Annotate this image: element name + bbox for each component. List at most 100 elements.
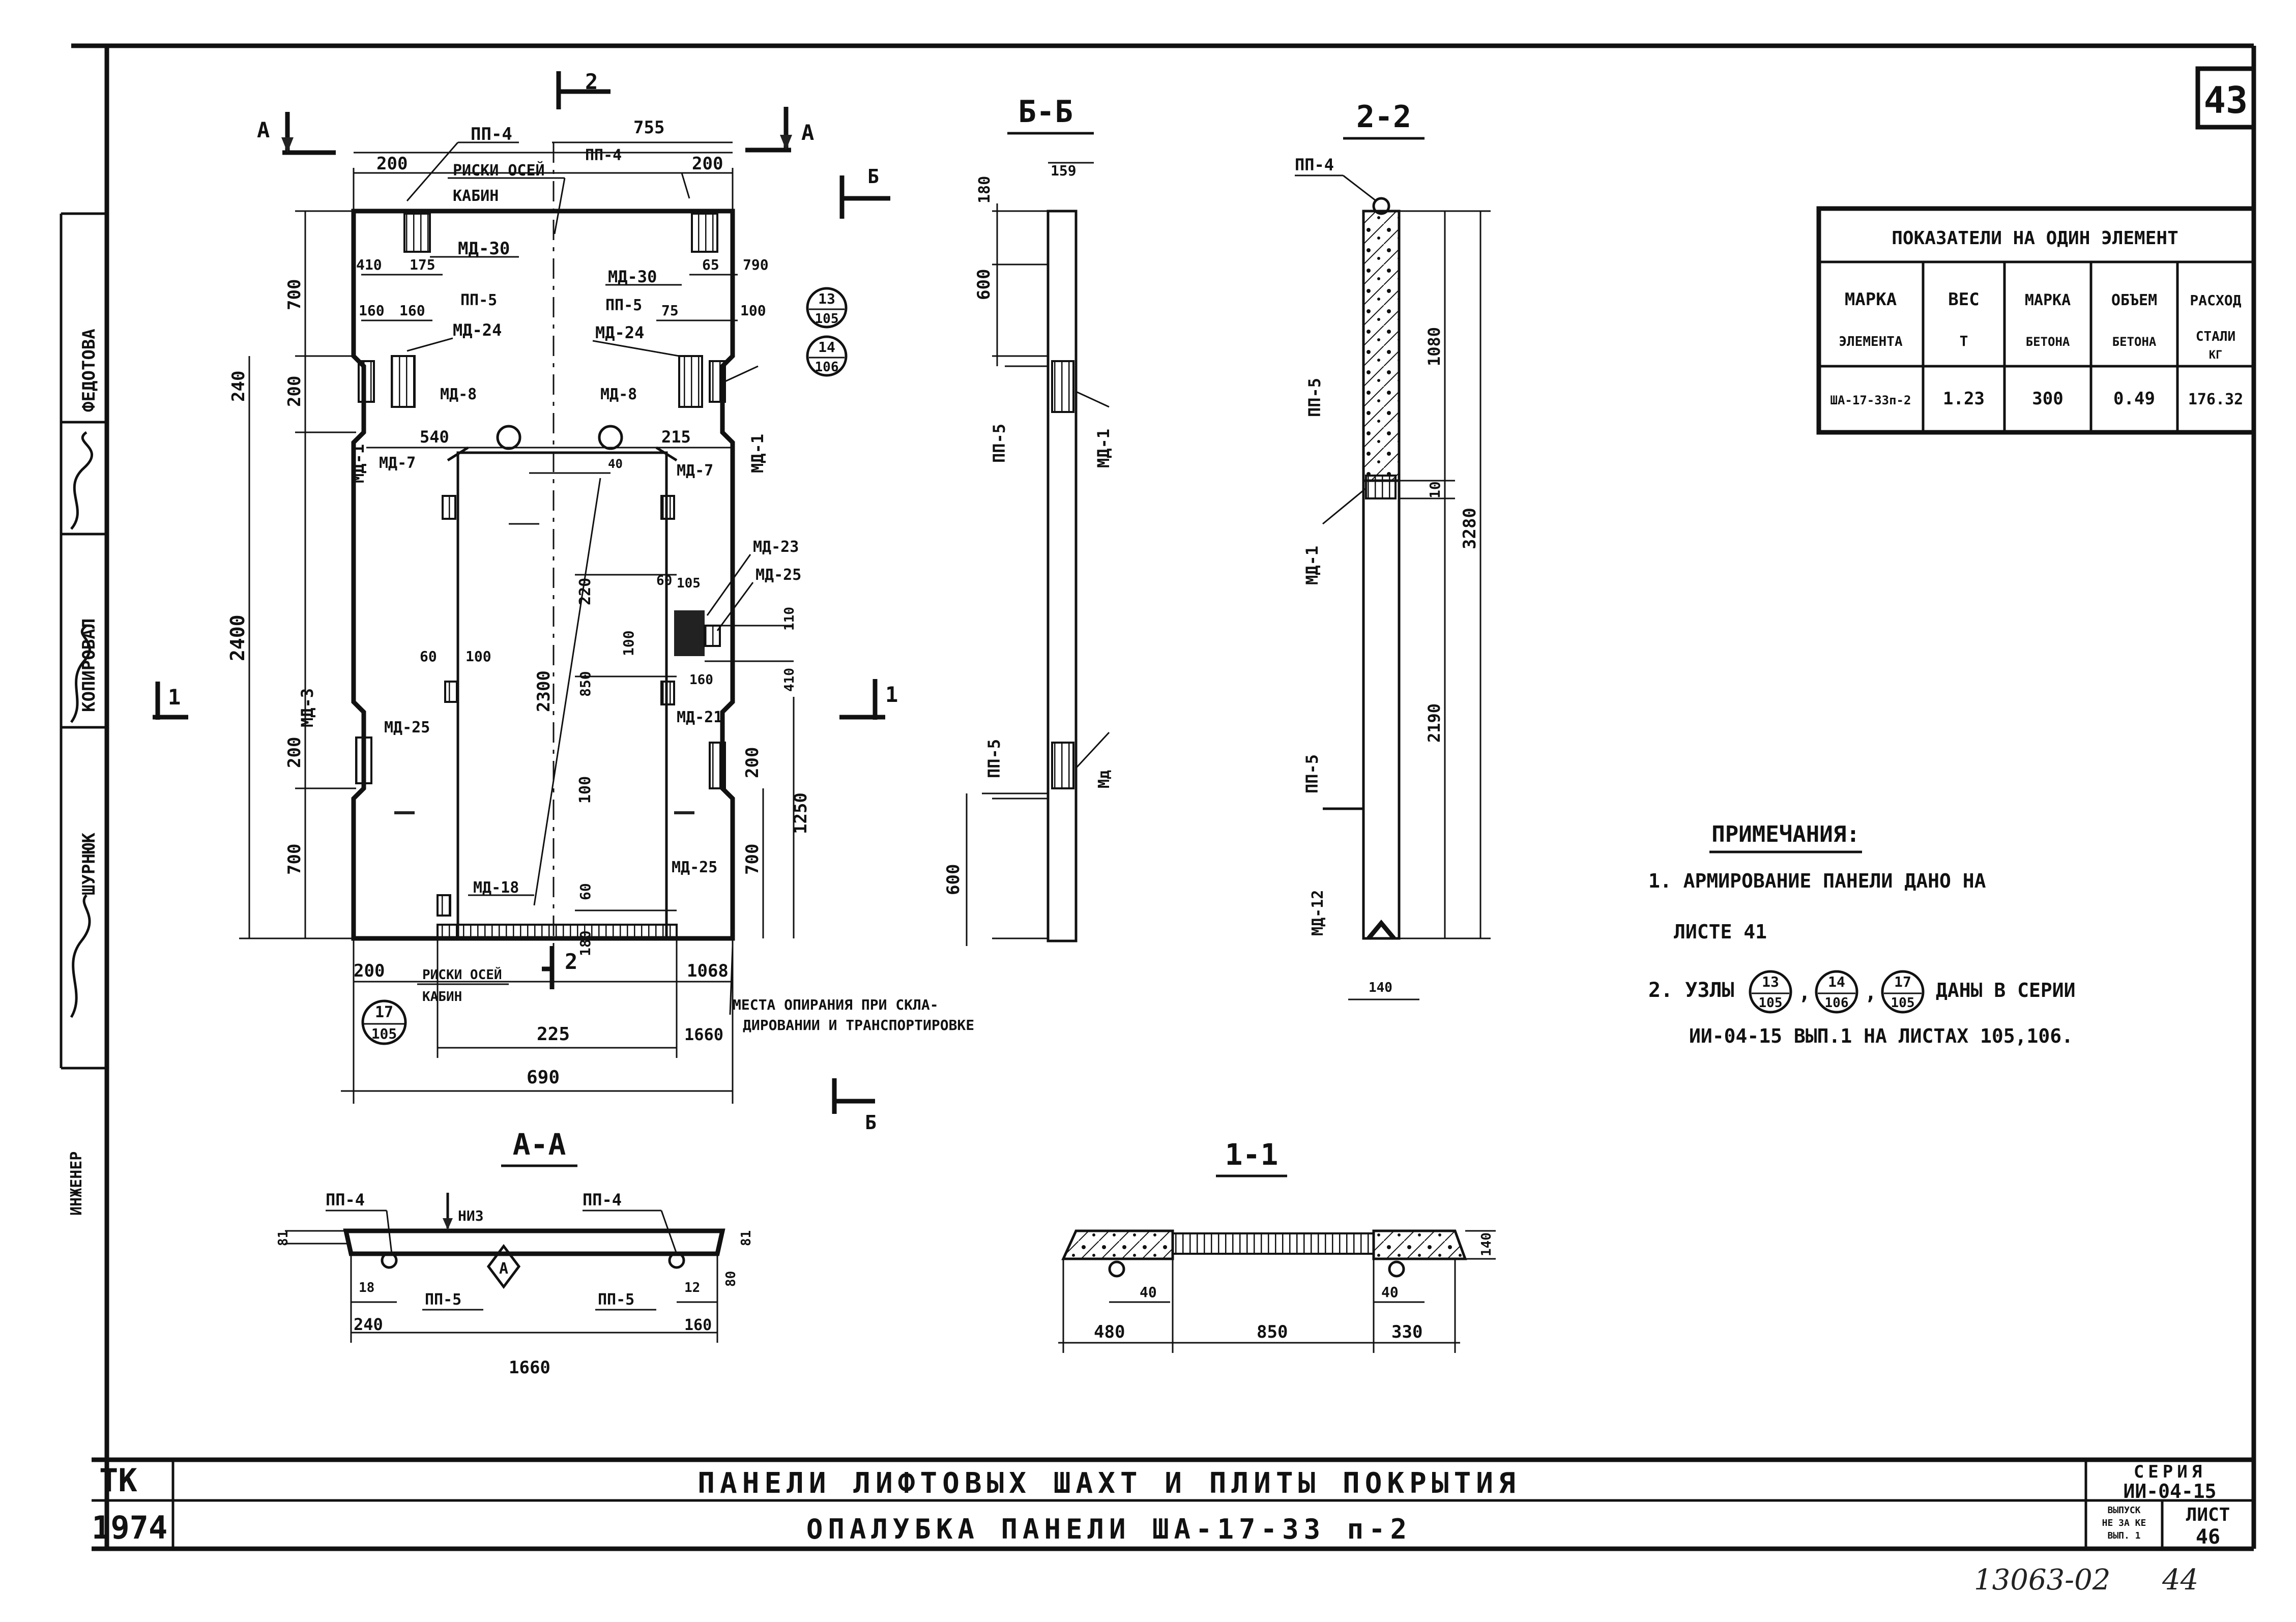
dim-700-left-top: 700 [284,279,305,310]
dim-11-850: 850 [1257,1322,1288,1342]
label-ma25-bottom: МД-25 [672,859,717,876]
section-aa-title: А-А [513,1127,566,1162]
notes-line-2c: ИИ-04-15 ВЫП.1 НА ЛИСТАХ 105,106. [1689,1025,2073,1047]
dim-200-bottom-left: 200 [354,961,385,981]
svg-text:13: 13 [818,290,835,307]
notes-line-2b: ДАНЫ В СЕРИИ [1936,979,2076,1001]
section-marker-2-top: 2 [556,69,611,109]
label-support-1: МЕСТА ОПИРАНИЯ ПРИ СКЛА- [733,996,939,1013]
dim-bb-600-top: 600 [974,269,994,300]
svg-text:105: 105 [1891,995,1915,1011]
table-cell-mark: ША-17-33п-2 [1830,393,1911,407]
dim-40: 100 [466,648,491,665]
dim-850: 100 [576,776,594,804]
section-11-title: 1-1 [1225,1137,1278,1172]
table-title: ПОКАЗАТЕЛИ НА ОДИН ЭЛЕМЕНТ [1892,228,2178,249]
node-callout-13-105: 13 105 [806,287,848,329]
label-ma25-left: МД-25 [384,719,430,736]
note-node-14-106: 14 106 [1815,970,1858,1014]
table-head-grade-1: МАРКА [2025,291,2071,309]
label-ma24-right: МД-24 [595,323,644,342]
dim-60-b: 60 [420,648,437,665]
label-22-pp5-bot: ПП-5 [1302,754,1322,793]
dim-11-40-left: 40 [1140,1284,1157,1301]
table-head-steel-2: СТАЛИ [2196,329,2235,344]
dim-1660: 690 [527,1067,560,1088]
section-22: 2-2 1080 10 3280 2190 140 ПП-4 ПП-5 МД-1… [1295,99,1491,1000]
dim-bb-180: 180 [976,176,994,203]
dim-aa-1660: 1660 [509,1358,550,1378]
plate-ma3 [355,736,372,784]
plate-ma25-b [709,742,726,789]
table-head-mark-1: МАРКА [1845,289,1897,310]
svg-text:Б: Б [867,165,879,188]
dim-aa-160: 160 [684,1316,712,1334]
table-cell-volume: 0.49 [2113,389,2155,409]
label-aa-niz: НИЗ [458,1207,484,1224]
dim-200-top-right: 200 [692,154,723,174]
notes: ПРИМЕЧАНИЯ: 1. АРМИРОВАНИЕ ПАНЕЛИ ДАНО Н… [1648,821,2076,1047]
indicators-table: ПОКАЗАТЕЛИ НА ОДИН ЭЛЕМЕНТ МАРКА ЭЛЕМЕНТ… [1816,206,2256,435]
svg-text:17: 17 [1894,974,1911,990]
plate-ma24-left [391,355,416,408]
label-aa-pp5-left: ПП-5 [425,1291,461,1309]
svg-text:105: 105 [371,1025,397,1042]
dim-160-left: 160 [399,302,425,319]
table-head-steel-3: КГ [2209,349,2223,362]
table-head-weight-2: Т [1960,333,1968,349]
side-stamp: ИНЖЕНЕР ШУРНЮК КОПИРОВАЛ ФЕДОТОВА [60,212,107,1216]
issue-label-1: ВЫПУСК [2107,1505,2140,1516]
label-support-2: ДИРОВАНИИ И ТРАНСПОРТИРОВКЕ [743,1017,974,1034]
svg-text:105: 105 [1759,995,1783,1011]
plate-ma21 [660,681,675,705]
svg-text:1: 1 [885,682,898,707]
svg-text:17: 17 [375,1004,393,1021]
dim-100-right: 160 [689,672,713,688]
dim-175: 160 [359,302,385,319]
dim-22-1080: 1080 [1425,327,1444,366]
dim-100-top: 65 [702,256,719,273]
section-marker-a-right: А [745,107,814,153]
section-11: 1-1 480 850 330 40 40 140 [1058,1137,1496,1353]
label-node-105: 105 [677,576,701,591]
label-riski-top-1: РИСКИ ОСЕЙ [453,161,545,180]
dim-215: 410 [356,256,382,273]
dim-755: 755 [633,117,664,138]
label-aa-pp5-right: ПП-5 [598,1291,634,1309]
dim-180: 60 [656,573,672,588]
label-ma1-left: МД-1 [348,444,368,483]
dim-22-2190: 2190 [1425,703,1444,743]
label-bb-ma-bot: Мд [1095,770,1113,788]
series-value: ИИ-04-15 [2123,1480,2216,1502]
bottom-note: 13063-02 [1974,1564,2110,1597]
dim-11-330: 330 [1391,1322,1422,1342]
dim-bb-159: 159 [1051,162,1077,179]
table-head-volume-2: БЕТОНА [2112,335,2157,349]
label-ma1-right: МД-1 [748,434,767,473]
dim-75: 100 [740,302,766,319]
dim-200-bottom-right: 1068 [687,961,729,981]
main-elevation: 200 755 200 700 240 200 2400 700 200 230… [153,69,974,1134]
sheet-number: 43 [2204,79,2248,122]
plate-ma7-right [660,495,675,520]
dim-2400: 2400 [226,614,249,661]
label-bb-ma1: МД-1 [1094,429,1113,468]
node-callout-17-105: 17 105 [361,999,407,1045]
dim-65: 790 [743,256,769,273]
signature-1 [70,894,91,1018]
title-line-2: ОПАЛУБКА ПАНЕЛИ ША-17-33 п-2 [806,1513,1412,1545]
dim-700-right: 700 [742,844,763,875]
notes-title: ПРИМЕЧАНИЯ: [1711,821,1859,847]
stamp-engineer: ИНЖЕНЕР [68,1152,85,1216]
note-node-13-105: 13 105 [1749,970,1792,1014]
label-pp5-left: ПП-5 [460,291,497,309]
label-22-pp5-top: ПП-5 [1305,378,1324,417]
section-bb: Б-Б 180 159 600 600 ПП-5 ПП-5 МД-1 Мд [943,94,1113,946]
plate-ma1-right [709,360,726,403]
section-marker-1-left: 1 [153,682,188,720]
dim-100-mid: 850 [577,671,594,697]
label-pp4-left: ПП-4 [471,124,512,144]
section-marker-b-top: Б [839,165,890,219]
table-head-mark-2: ЭЛЕМЕНТА [1839,334,1903,349]
dim-1068: 225 [537,1024,570,1045]
